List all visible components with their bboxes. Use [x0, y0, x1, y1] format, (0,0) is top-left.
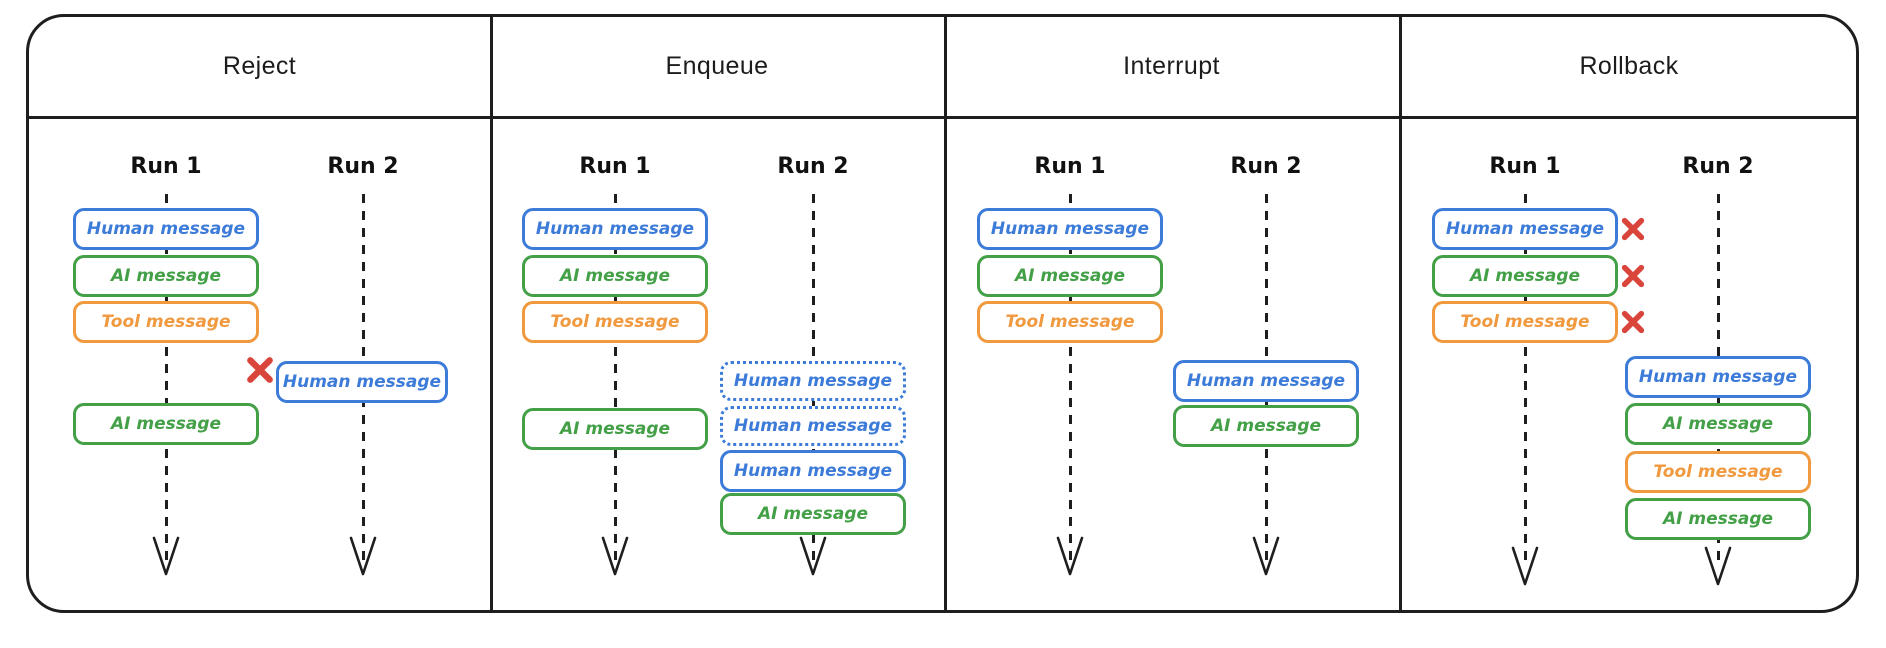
title-cell-interrupt: Interrupt — [944, 17, 1399, 116]
panel-title: Interrupt — [1123, 52, 1220, 80]
ai-message-box: AI message — [720, 493, 906, 535]
queued-human-message-box: Human message — [720, 406, 906, 446]
panel-divider — [490, 17, 493, 610]
timeline-dashed-line — [613, 194, 617, 564]
human-message-box: Human message — [977, 208, 1163, 250]
tool-message-box: Tool message — [977, 301, 1163, 343]
x-mark-icon — [247, 357, 273, 383]
panel-reject: Run 1 Human message AI message Tool mess… — [29, 116, 490, 610]
human-message-box: Human message — [276, 361, 448, 403]
arrow-down-icon — [799, 536, 827, 576]
header-divider-line — [29, 116, 1856, 119]
diagram-frame: Reject Enqueue Interrupt Rollback Run 1 … — [26, 14, 1859, 613]
ai-message-box: AI message — [977, 255, 1163, 297]
panel-title: Reject — [222, 52, 297, 80]
run-label: Run 2 — [327, 154, 399, 179]
panel-title: Rollback — [1579, 52, 1679, 80]
run-label: Run 2 — [1682, 154, 1754, 179]
arrow-down-icon — [1252, 536, 1280, 576]
tool-message-box: Tool message — [1625, 451, 1811, 493]
human-message-box: Human message — [1173, 360, 1359, 402]
timeline-dashed-line — [164, 194, 168, 564]
arrow-down-icon — [1056, 536, 1084, 576]
title-cell-enqueue: Enqueue — [490, 17, 944, 116]
run-label: Run 2 — [1230, 154, 1302, 179]
panel-interrupt: Run 1 Human message AI message Tool mess… — [944, 116, 1399, 610]
run-label: Run 1 — [130, 154, 202, 179]
ai-message-box: AI message — [522, 408, 708, 450]
tool-message-box: Tool message — [73, 301, 259, 343]
run-label: Run 1 — [1034, 154, 1106, 179]
ai-message-box: AI message — [1625, 403, 1811, 445]
ai-message-box: AI message — [1625, 498, 1811, 540]
title-cell-rollback: Rollback — [1399, 17, 1859, 116]
panel-rollback: Run 1 Human message AI message Tool mess… — [1399, 116, 1859, 610]
arrow-down-icon — [1704, 546, 1732, 586]
ai-message-box: AI message — [73, 255, 259, 297]
arrow-down-icon — [349, 536, 377, 576]
ai-message-box: AI message — [1432, 255, 1618, 297]
timeline-dashed-line — [1523, 194, 1527, 564]
arrow-down-icon — [1511, 546, 1539, 586]
run-label: Run 2 — [777, 154, 849, 179]
timeline-dashed-line — [1068, 194, 1072, 564]
x-mark-icon — [1621, 310, 1645, 334]
x-mark-icon — [1621, 217, 1645, 241]
human-message-box: Human message — [720, 450, 906, 492]
tool-message-box: Tool message — [1432, 301, 1618, 343]
run-label: Run 1 — [1489, 154, 1561, 179]
run-label: Run 1 — [579, 154, 651, 179]
queued-human-message-box: Human message — [720, 361, 906, 401]
tool-message-box: Tool message — [522, 301, 708, 343]
ai-message-box: AI message — [522, 255, 708, 297]
panel-divider — [944, 17, 947, 610]
ai-message-box: AI message — [1173, 405, 1359, 447]
human-message-box: Human message — [1432, 208, 1618, 250]
human-message-box: Human message — [1625, 356, 1811, 398]
panel-divider — [1399, 17, 1402, 610]
ai-message-box: AI message — [73, 403, 259, 445]
arrow-down-icon — [601, 536, 629, 576]
human-message-box: Human message — [73, 208, 259, 250]
panel-enqueue: Run 1 Human message AI message Tool mess… — [490, 116, 944, 610]
panel-title: Enqueue — [665, 52, 769, 80]
x-mark-icon — [1621, 264, 1645, 288]
human-message-box: Human message — [522, 208, 708, 250]
title-cell-reject: Reject — [29, 17, 490, 116]
arrow-down-icon — [152, 536, 180, 576]
